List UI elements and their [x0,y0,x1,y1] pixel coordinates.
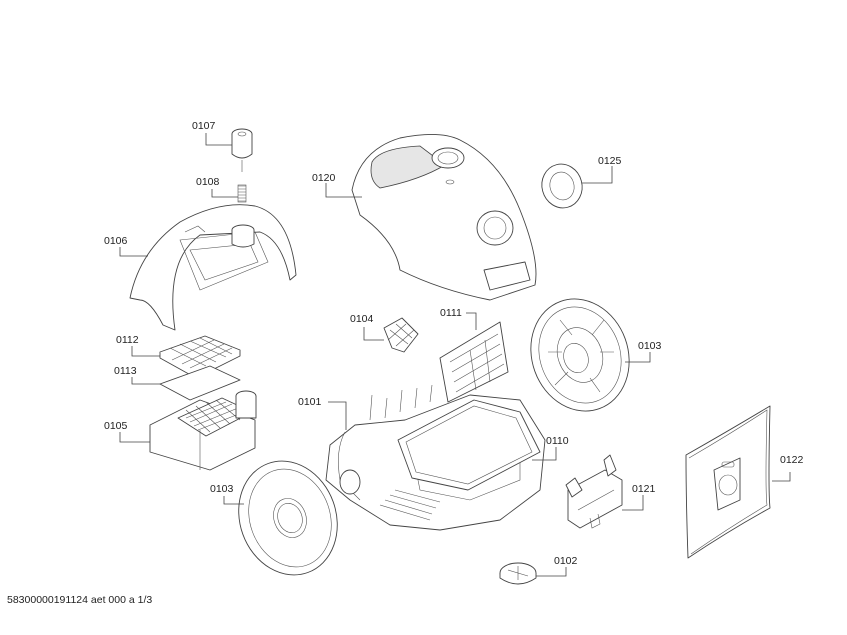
label-0122[interactable]: 0122 [780,454,804,466]
leader-0103-left [223,496,244,505]
label-0104[interactable]: 0104 [350,313,374,325]
part-0102-round-cap[interactable] [499,562,537,585]
leader-0101 [328,401,347,430]
part-0104-grid-clip[interactable] [383,317,419,353]
part-0103-right-wheel[interactable] [515,285,644,425]
leader-0120 [325,183,362,198]
part-0105-filter-housing[interactable] [149,390,257,471]
label-0121[interactable]: 0121 [632,483,656,495]
leader-0125 [582,166,613,184]
label-0110[interactable]: 0110 [546,435,569,447]
label-0125[interactable]: 0125 [598,155,622,167]
leader-0108 [211,189,238,198]
label-0106[interactable]: 0106 [104,235,128,247]
label-0108[interactable]: 0108 [196,176,220,188]
part-0111-grille-plate[interactable] [439,321,509,403]
leader-0111 [466,312,477,330]
label-0113[interactable]: 0113 [114,365,137,377]
leader-0113 [131,377,160,385]
part-0112-filter-grid[interactable] [159,335,241,379]
part-0106-cover-frame[interactable] [129,204,297,331]
leader-0103-right [625,352,651,363]
label-0107[interactable]: 0107 [192,120,216,132]
leader-0104 [363,327,384,341]
part-0107-cap[interactable] [231,128,253,172]
part-0120-housing-cover[interactable] [351,134,537,301]
leader-0106 [119,247,148,257]
label-0101[interactable]: 0101 [298,396,322,408]
label-0112[interactable]: 0112 [116,334,139,346]
part-0125-ring-seal[interactable] [537,160,587,213]
part-0121-bag-holder[interactable] [565,454,623,529]
leader-0112 [131,346,160,357]
leader-0105 [119,432,150,443]
part-0122-dust-bag[interactable] [685,405,771,559]
leader-0110 [532,447,557,461]
leader-0102 [536,567,567,577]
part-0108-spring[interactable] [237,184,247,203]
document-id-footer: 58300000191124 aet 000 a 1/3 [7,594,153,606]
leader-0121 [622,495,644,511]
part-0110-frame-gasket[interactable] [397,399,541,491]
label-0103-left[interactable]: 0103 [210,483,234,495]
part-0103-left-wheel[interactable] [223,447,353,589]
label-0105[interactable]: 0105 [104,420,128,432]
label-0102[interactable]: 0102 [554,555,578,567]
label-0120[interactable]: 0120 [312,172,336,184]
leader-0122 [772,472,791,482]
leader-0107 [205,133,232,146]
label-0111[interactable]: 0111 [440,307,462,319]
part-0113-filter-sheet[interactable] [159,365,241,401]
label-0103-right[interactable]: 0103 [638,340,662,352]
